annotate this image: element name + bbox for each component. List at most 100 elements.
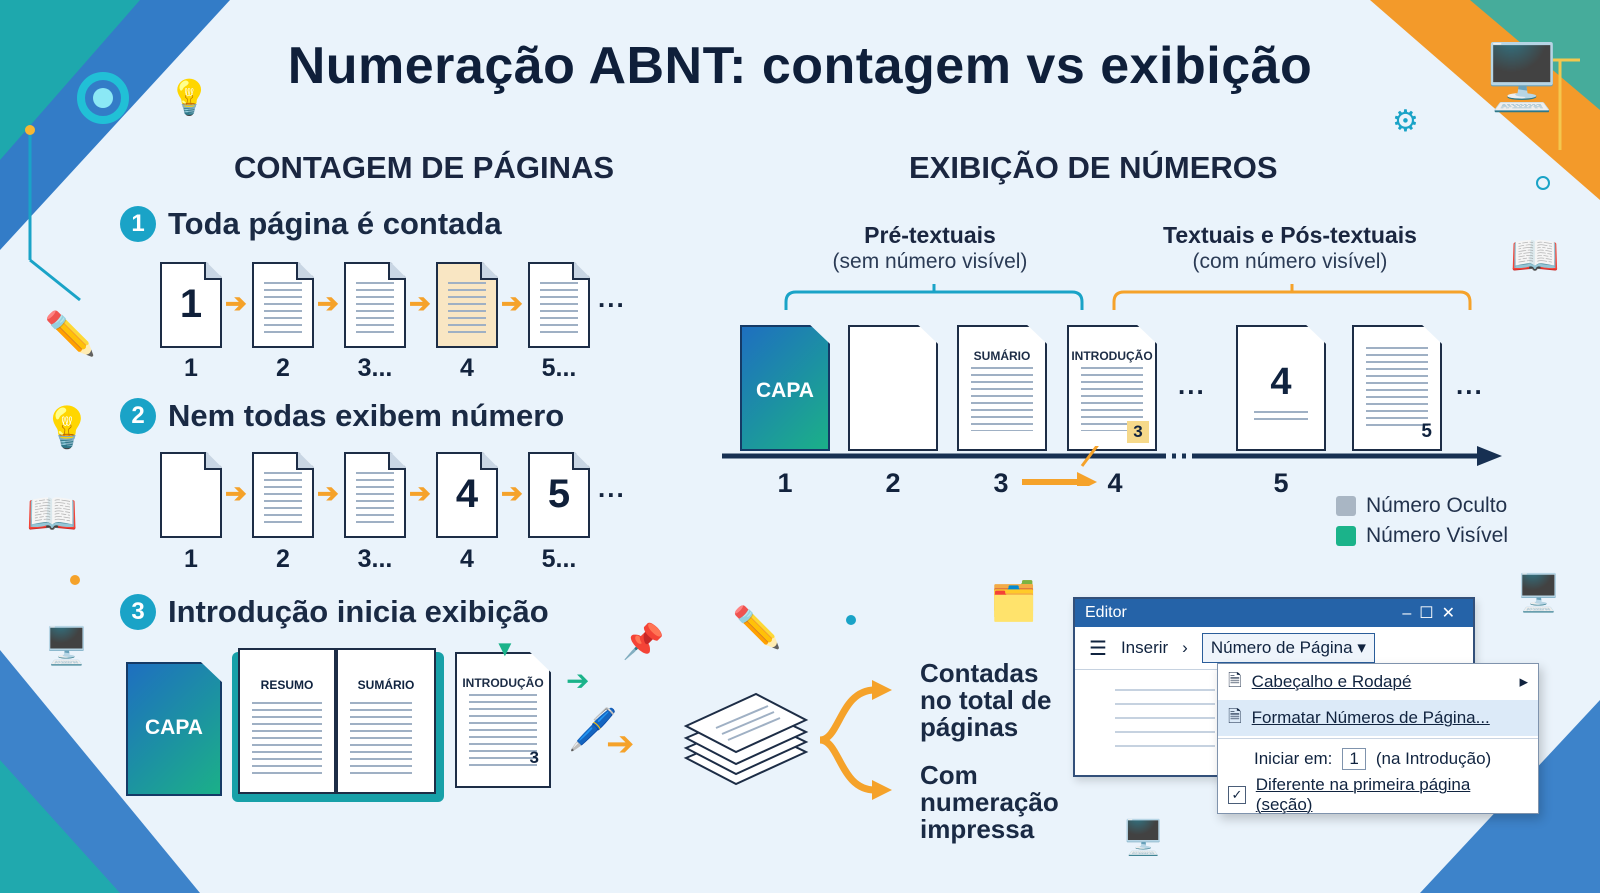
page-five: 5 bbox=[1352, 325, 1442, 451]
branch-arrows bbox=[820, 680, 892, 800]
branch-printed: Com numeração impressa bbox=[920, 760, 1059, 844]
menu-item-note: (na Introdução) bbox=[1375, 749, 1492, 768]
chevron-down-icon: ▾ bbox=[1357, 638, 1366, 657]
legend-swatch bbox=[1336, 496, 1356, 516]
timeline-number: 4 bbox=[1107, 468, 1123, 498]
monitor-icon: 🖥️ bbox=[1122, 819, 1165, 857]
start-number-input[interactable]: 1 bbox=[1342, 748, 1366, 770]
document-preview bbox=[1115, 689, 1215, 749]
book-page-title: RESUMO bbox=[260, 678, 314, 692]
page-label: SUMÁRIO bbox=[973, 349, 1031, 363]
arrow-right-icon: ➔ bbox=[317, 288, 339, 318]
group-brackets bbox=[784, 284, 1472, 310]
step-2: 2 Nem todas exibem número bbox=[120, 398, 564, 434]
book-page-sumario: SUMÁRIO bbox=[336, 648, 436, 794]
menu-item-format-page-numbers[interactable]: 🗎 Formatar Números de Página... bbox=[1218, 700, 1538, 736]
textual-subtitle: (com número visível) bbox=[1192, 250, 1388, 273]
arrow-right-icon: ➔ bbox=[409, 478, 431, 508]
minimize-icon[interactable]: – bbox=[1402, 605, 1420, 622]
book-page-resumo: RESUMO bbox=[238, 648, 336, 794]
hamburger-menu-icon[interactable]: ☰ bbox=[1089, 637, 1107, 660]
arrow-right-icon: ➔ bbox=[409, 288, 431, 318]
book-icon: 📖 bbox=[1510, 234, 1560, 278]
timeline-axis bbox=[722, 446, 1502, 486]
checkbox[interactable]: ✓ bbox=[1228, 786, 1246, 804]
cover-page: CAPA bbox=[126, 662, 222, 796]
editor-title: Editor bbox=[1085, 604, 1127, 621]
pretextual-subtitle: (sem número visível) bbox=[832, 250, 1028, 273]
lightbulb-icon: 💡 bbox=[42, 406, 92, 450]
page-thumbnail bbox=[252, 262, 314, 348]
timeline-number: 3 bbox=[993, 468, 1009, 498]
page-label: INTRODUÇÃO bbox=[1071, 349, 1153, 363]
page-number-menu: 🗎 Cabeçalho e Rodapé ▸ 🗎 Formatar Número… bbox=[1217, 663, 1539, 814]
page-count-number: 2 bbox=[276, 545, 290, 573]
pretextual-title: Pré-textuais bbox=[864, 222, 996, 248]
page-four: 4 bbox=[1236, 325, 1326, 451]
step-badge: 1 bbox=[120, 206, 156, 242]
page-thumbnail: 5 bbox=[528, 452, 590, 538]
page-count-number: 1 bbox=[184, 545, 198, 573]
page-title: Numeração ABNT: contagem vs exibição bbox=[287, 37, 1313, 95]
page-number-label: 5 bbox=[547, 472, 571, 516]
page-thumbnail bbox=[344, 262, 406, 348]
legend-label: Número Visível bbox=[1366, 524, 1508, 547]
arrow-right-icon: ➔ bbox=[225, 288, 247, 318]
arrow-right-icon: ➔ bbox=[566, 665, 590, 696]
menu-item-start-at: Iniciar em: 1 (na Introdução) bbox=[1218, 741, 1538, 777]
introduction-page: INTRODUÇÃO 3 bbox=[1067, 325, 1157, 451]
dropdown-label: Número de Página bbox=[1210, 638, 1353, 657]
page-thumbnail: 4 bbox=[436, 452, 498, 538]
page-stack-icon bbox=[683, 692, 809, 786]
arrow-right-icon: ➔ bbox=[606, 725, 635, 763]
page-thumbnail bbox=[344, 452, 406, 538]
page-count-number: 3... bbox=[357, 354, 393, 382]
page-count-number: 5... bbox=[541, 545, 577, 573]
cover-label: CAPA bbox=[145, 716, 203, 739]
insert-menu[interactable]: Inserir bbox=[1120, 638, 1169, 657]
page-number-label: 1 bbox=[179, 282, 203, 326]
pencil-icon: ✏️ bbox=[732, 606, 782, 650]
arrow-right-icon: ➔ bbox=[501, 288, 523, 318]
ellipsis: ... bbox=[1456, 370, 1484, 400]
monitor-icon: 🖥️ bbox=[1482, 41, 1562, 113]
page-number-dropdown[interactable]: Número de Página ▾ bbox=[1201, 633, 1375, 663]
close-icon[interactable]: ✕ bbox=[1441, 605, 1463, 622]
menu-item-different-first-page[interactable]: ✓ Diferente na primeira página (seção) bbox=[1218, 775, 1538, 814]
document-icon: 🗎 bbox=[1228, 670, 1242, 690]
page-number-label: 3 bbox=[529, 748, 539, 767]
arrow-right-icon: ➔ bbox=[501, 478, 523, 508]
monitor-icon: 🖥️ bbox=[1516, 572, 1561, 613]
step-label: Toda página é contada bbox=[168, 206, 502, 241]
menu-item-label: Cabeçalho e Rodapé bbox=[1251, 672, 1412, 691]
timeline-number: 5 bbox=[1273, 468, 1289, 498]
timeline-number: 1 bbox=[777, 468, 793, 498]
ellipsis: ... bbox=[598, 473, 626, 503]
cover-page: CAPA bbox=[740, 325, 830, 451]
textual-title: Textuais e Pós-textuais bbox=[1163, 222, 1417, 248]
maximize-icon[interactable]: ☐ bbox=[1419, 605, 1442, 622]
editor-titlebar: Editor –☐✕ bbox=[1075, 599, 1473, 627]
cover-label: CAPA bbox=[756, 379, 814, 402]
branch-counted: Contadas no total de páginas bbox=[920, 658, 1052, 742]
ellipsis: ... bbox=[598, 283, 626, 313]
page-count-number: 4 bbox=[460, 545, 474, 573]
pencil-icon: ✏️ bbox=[44, 310, 97, 357]
summary-page: SUMÁRIO bbox=[957, 325, 1047, 451]
page-count-number: 4 bbox=[460, 354, 474, 382]
legend-swatch bbox=[1336, 526, 1356, 546]
menu-item-header-footer[interactable]: 🗎 Cabeçalho e Rodapé ▸ bbox=[1218, 664, 1538, 700]
display-heading: EXIBIÇÃO DE NÚMEROS bbox=[909, 150, 1278, 185]
legend-hidden: Número Oculto bbox=[1336, 494, 1507, 518]
submenu-arrow-icon: ▸ bbox=[1519, 672, 1528, 691]
menu-item-label: Diferente na primeira página (seção) bbox=[1255, 775, 1471, 814]
step-label: Nem todas exibem número bbox=[168, 398, 565, 433]
arrow-right-icon: ➔ bbox=[317, 478, 339, 508]
book-page-title: SUMÁRIO bbox=[357, 678, 415, 692]
monitor-icon: 🖥️ bbox=[44, 625, 89, 666]
page-count-number: 5... bbox=[541, 354, 577, 382]
counting-heading: CONTAGEM DE PÁGINAS bbox=[234, 150, 615, 185]
page-number-label: 4 bbox=[455, 472, 479, 516]
page-number-label: 5 bbox=[1421, 421, 1432, 442]
